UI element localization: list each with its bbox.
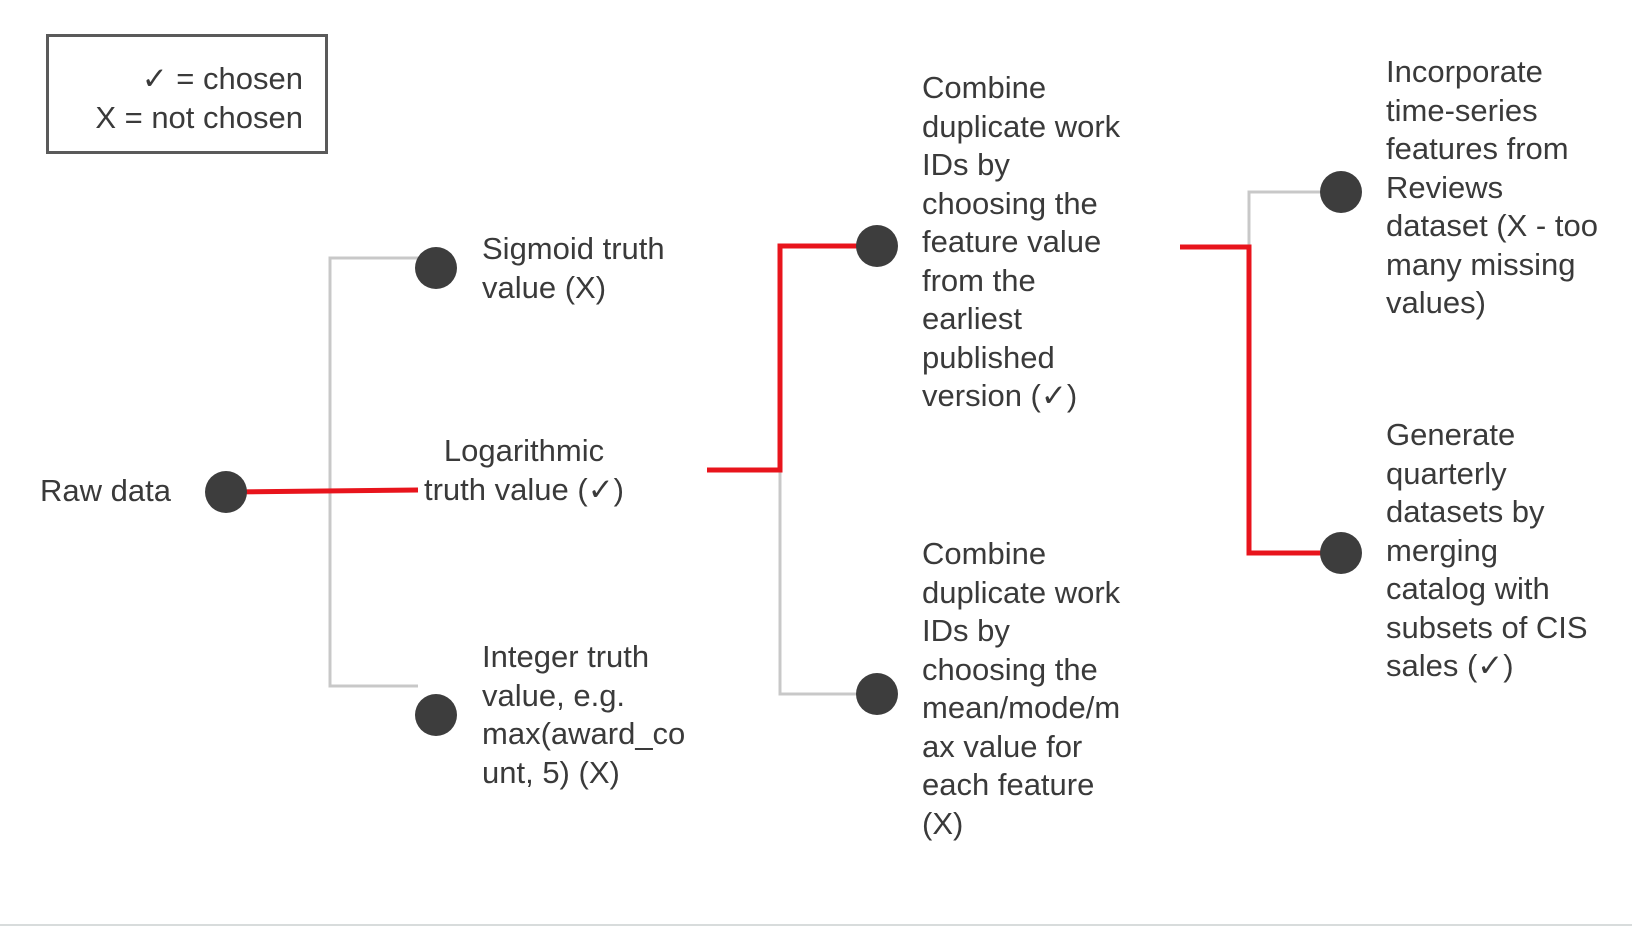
node-raw-data xyxy=(205,471,247,513)
root-label: Raw data xyxy=(40,472,171,511)
edge-logarithmic-to-earliest xyxy=(707,243,876,473)
label-earliest-version: Combine duplicate work IDs by choosing t… xyxy=(922,70,1121,413)
label-quarterly: Generate quarterly datasets by merging c… xyxy=(1386,417,1588,683)
edge-to-mean-mode-node xyxy=(778,470,876,696)
label-sigmoid: Sigmoid truth value (X) xyxy=(482,231,665,305)
node-quarterly xyxy=(1320,532,1362,574)
node-earliest-version xyxy=(856,225,898,267)
label-mean-mode-max: Combine duplicate work IDs by choosing t… xyxy=(922,536,1121,841)
nodes xyxy=(205,171,1362,736)
edge-raw-to-logarithmic xyxy=(225,487,419,495)
chosen-edges xyxy=(225,243,1340,556)
unchosen-edges xyxy=(328,190,1340,696)
edge-to-time-series-node xyxy=(1247,190,1340,248)
node-time-series xyxy=(1320,171,1362,213)
node-integer xyxy=(415,694,457,736)
edge-earliest-to-quarterly xyxy=(1180,244,1340,556)
legend-not-chosen: X = not chosen xyxy=(95,100,303,135)
label-integer: Integer truth value, e.g. max(award_co u… xyxy=(482,639,686,790)
label-time-series: Incorporate time-series features from Re… xyxy=(1386,54,1598,320)
legend-chosen: ✓ = chosen xyxy=(141,61,303,96)
root-label-text: Raw data xyxy=(40,473,171,508)
node-sigmoid xyxy=(415,247,457,289)
node-mean-mode-max xyxy=(856,673,898,715)
edge-level1-bracket xyxy=(328,256,418,688)
label-logarithmic: Logarithmic truth value (✓) xyxy=(424,433,624,507)
legend-box: ✓ = chosen X = not chosen xyxy=(46,34,328,154)
